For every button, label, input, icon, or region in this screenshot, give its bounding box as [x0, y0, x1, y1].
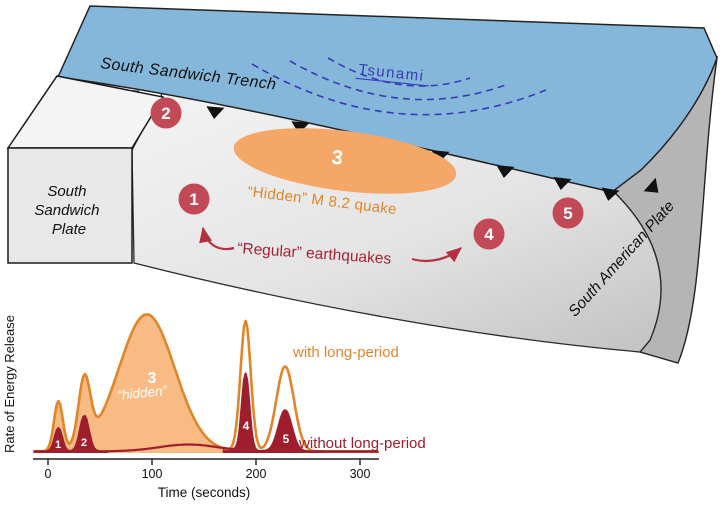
event-label-2: 2 — [81, 437, 87, 449]
sandwich-block-label-line1: South — [47, 183, 86, 200]
quake-marker-number: 1 — [189, 190, 198, 209]
tsunami-underline — [355, 77, 430, 87]
hidden-area — [33, 314, 226, 453]
event-labels: 1 2 3 4 5 — [55, 370, 290, 451]
regular-arrow-right — [411, 247, 462, 263]
trench-triangle — [206, 106, 225, 120]
x-tick-marks — [47, 459, 361, 465]
trench-triangle — [601, 187, 620, 201]
tsunami-label-group: Tsunami — [355, 61, 430, 87]
quake-marker-circle — [552, 197, 584, 229]
y-axis-label: Rate of Energy Release — [2, 315, 17, 453]
energy-chart: 0 100 200 300 Time (seconds) Rate of Ene… — [2, 313, 426, 500]
sandwich-block-label-line3: Plate — [52, 221, 86, 238]
quake-marker-5: 5 — [552, 197, 584, 229]
event-label-1: 1 — [55, 439, 61, 451]
trench-triangle — [496, 165, 515, 178]
ocean-surface — [56, 5, 718, 193]
x-tick-labels: 0 100 200 300 — [45, 467, 371, 481]
event-label-3: 3 — [148, 370, 157, 387]
quake-marker-number: 4 — [484, 225, 494, 244]
tsunami-arcs — [251, 57, 547, 116]
quake-marker-4: 4 — [473, 218, 505, 250]
trench-triangle — [553, 177, 572, 190]
sandwich-block-label-line2: Sandwich — [34, 202, 99, 219]
x-tick-label: 300 — [350, 467, 371, 481]
tsunami-arc-middle — [289, 60, 509, 101]
regular-arrow-left — [199, 226, 235, 251]
event-label-4: 4 — [243, 419, 250, 433]
red-curve — [33, 372, 379, 453]
hidden-quake-ellipse — [233, 128, 457, 194]
x-tick-label: 100 — [142, 467, 163, 481]
legend-without-long-period: without long-period — [298, 435, 426, 452]
tsunami-arc-inner — [327, 57, 471, 87]
quake-marker-2: 2 — [150, 97, 182, 129]
hidden-quake-number: 3 — [330, 146, 344, 169]
sandwich-block-front — [7, 147, 133, 264]
quake-marker-circle — [150, 97, 182, 129]
hidden-annotation: “hidden” — [117, 383, 168, 403]
trench-triangle — [291, 121, 310, 135]
event-label-5: 5 — [283, 434, 290, 446]
x-axis-label: Time (seconds) — [158, 485, 251, 500]
hidden-quake-zone: 3 — [233, 128, 457, 194]
red-area-b — [222, 374, 379, 453]
quake-marker-number: 5 — [563, 204, 572, 223]
quake-marker-circle — [178, 183, 210, 215]
trench-triangle — [643, 177, 659, 193]
legend-with-long-period: with long-period — [292, 344, 399, 361]
quake-marker-1: 1 — [178, 183, 210, 215]
x-tick-label: 200 — [246, 467, 267, 481]
x-tick-label: 0 — [45, 467, 52, 481]
tsunami-arc-outer — [251, 63, 547, 116]
tsunami-label: Tsunami — [358, 61, 426, 85]
sandwich-block-label: South Sandwich Plate — [34, 183, 103, 238]
red-area-a — [33, 416, 109, 453]
quake-marker-number: 2 — [161, 104, 170, 123]
quake-marker-circle — [473, 218, 505, 250]
